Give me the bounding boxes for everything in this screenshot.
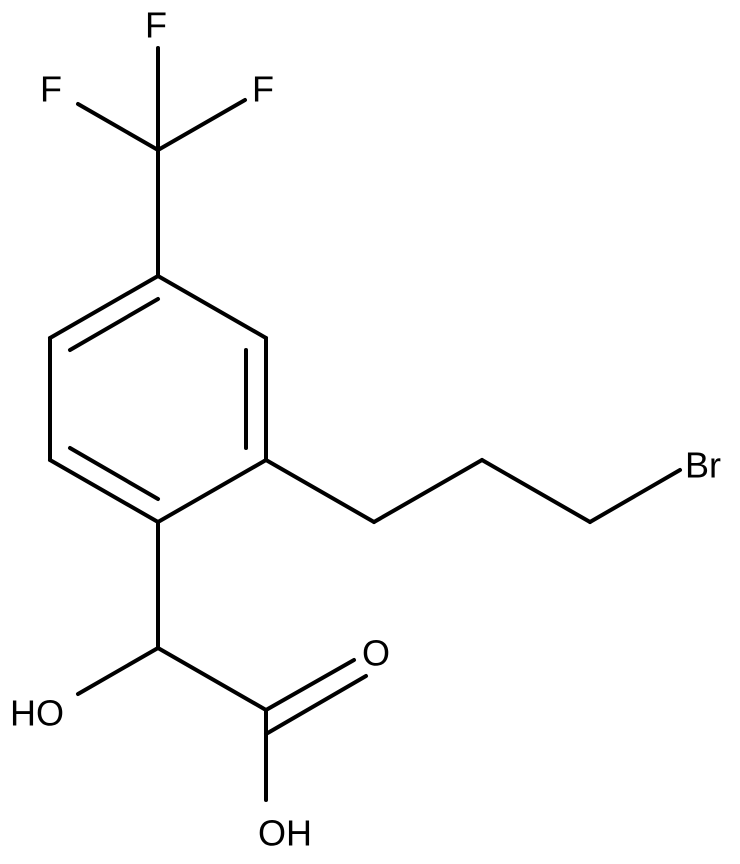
bond-ring-c6-c1 — [156, 274, 268, 340]
atom-br: Br — [685, 445, 721, 486]
bond-carbonyl-1 — [264, 658, 356, 712]
bond-ring-c1-c2-inner — [68, 297, 160, 352]
bond-chain-2 — [372, 458, 484, 524]
atom-oh-acid: OH — [258, 813, 312, 854]
bond-alpha-oh — [76, 646, 160, 696]
bond-ring-c3-c4 — [48, 458, 160, 524]
bond-ring-c3-c4-inner — [68, 446, 160, 501]
atom-o-carbonyl: O — [362, 633, 390, 674]
bond-chain-3 — [480, 458, 592, 524]
bond-c-f-left — [76, 102, 160, 152]
bond-ring-c4-c5 — [156, 458, 268, 524]
bond-chain-1 — [264, 458, 376, 524]
atom-oh-hydroxy: HO — [10, 693, 64, 734]
atom-f-left: F — [40, 69, 62, 110]
bond-alpha-carboxyl — [156, 646, 268, 712]
bond-carbonyl-2 — [264, 674, 368, 736]
atom-f-right: F — [252, 69, 274, 110]
bond-c-f-right — [156, 98, 247, 152]
atom-f-top: F — [145, 5, 167, 46]
bond-chain-br — [588, 468, 682, 524]
bond-ring-c1-c2 — [48, 274, 160, 340]
